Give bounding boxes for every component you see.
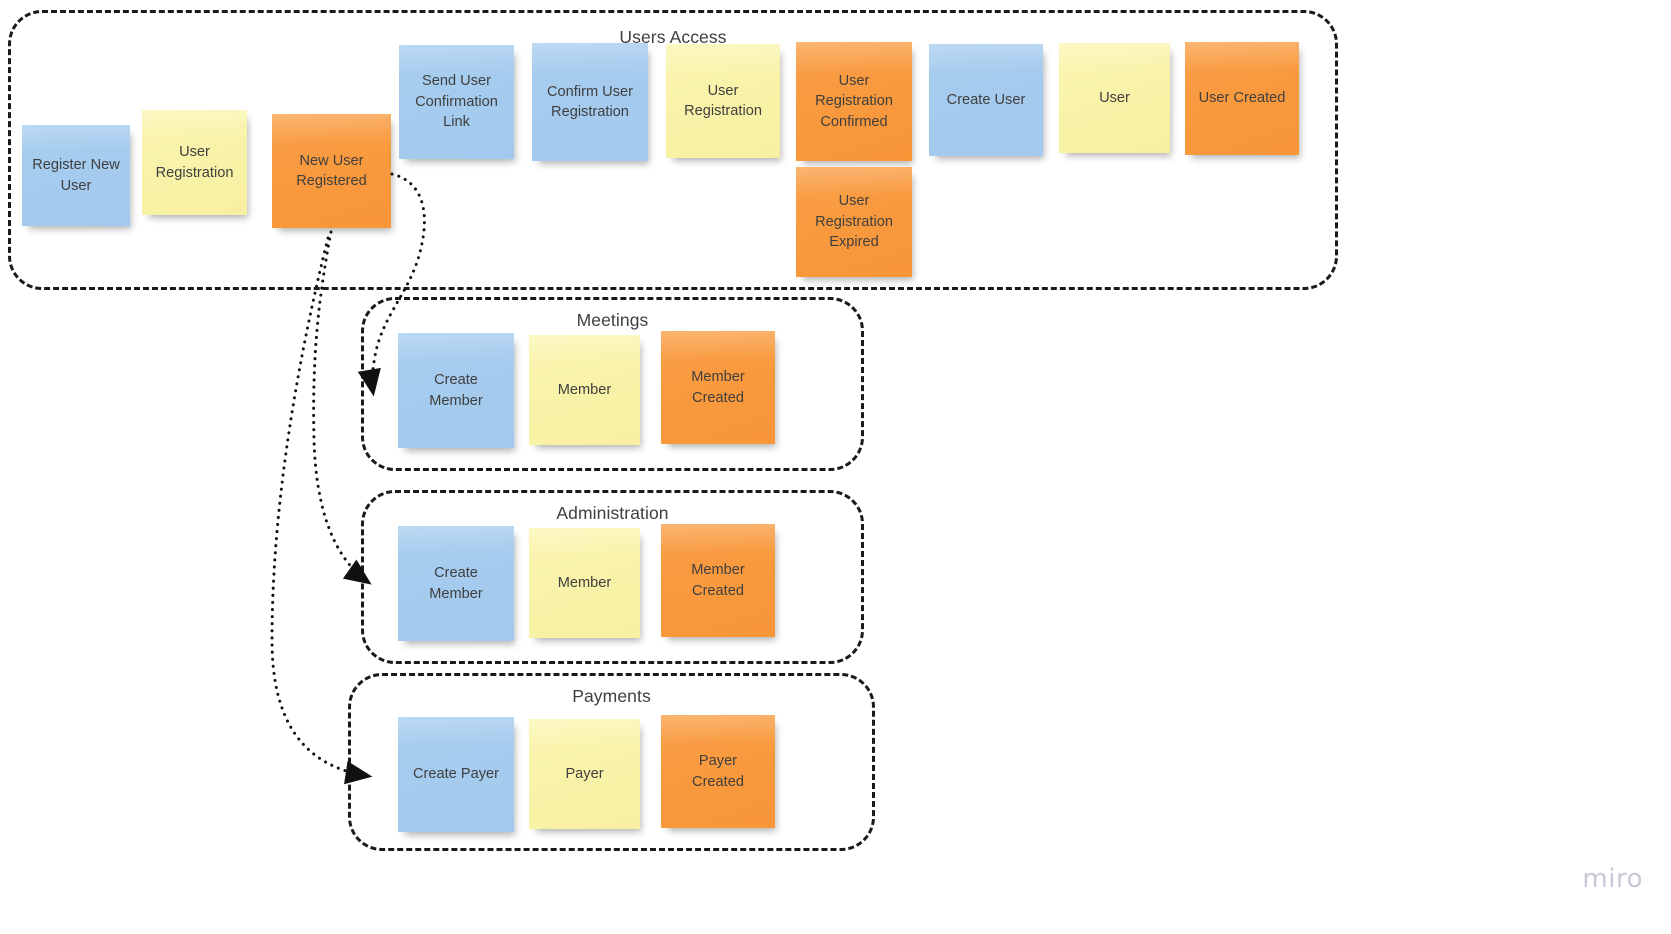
note-payments-payer-created[interactable]: Payer Created — [661, 715, 775, 828]
note-administration-create-member[interactable]: Create Member — [398, 526, 514, 641]
note-meetings-create-member[interactable]: Create Member — [398, 333, 514, 448]
context-users-access[interactable]: Users Access — [8, 10, 1338, 290]
context-title-meetings: Meetings — [576, 310, 649, 330]
note-user-registration-1[interactable]: User Registration — [142, 110, 247, 215]
note-new-user-registered[interactable]: New User Registered — [272, 114, 391, 228]
note-send-user-confirmation-link[interactable]: Send User Confirmation Link — [399, 45, 514, 159]
note-confirm-user-registration[interactable]: Confirm User Registration — [532, 43, 648, 161]
miro-watermark: miro — [1582, 864, 1643, 894]
context-title-administration: Administration — [556, 503, 669, 523]
note-payments-payer[interactable]: Payer — [529, 719, 640, 829]
note-meetings-member-created[interactable]: Member Created — [661, 331, 775, 444]
context-title-users-access: Users Access — [619, 27, 727, 47]
note-user-created[interactable]: User Created — [1185, 42, 1299, 155]
note-payments-create-payer[interactable]: Create Payer — [398, 717, 514, 832]
note-create-user[interactable]: Create User — [929, 44, 1043, 156]
note-user-registration-2[interactable]: User Registration — [666, 44, 780, 158]
note-user-registration-expired[interactable]: User Registration Expired — [796, 167, 912, 277]
note-meetings-member[interactable]: Member — [529, 335, 640, 445]
note-register-new-user[interactable]: Register New User — [22, 125, 130, 226]
note-user[interactable]: User — [1059, 43, 1170, 153]
note-administration-member-created[interactable]: Member Created — [661, 524, 775, 637]
note-user-registration-confirmed[interactable]: User Registration Confirmed — [796, 42, 912, 161]
note-administration-member[interactable]: Member — [529, 528, 640, 638]
context-title-payments: Payments — [572, 686, 651, 706]
